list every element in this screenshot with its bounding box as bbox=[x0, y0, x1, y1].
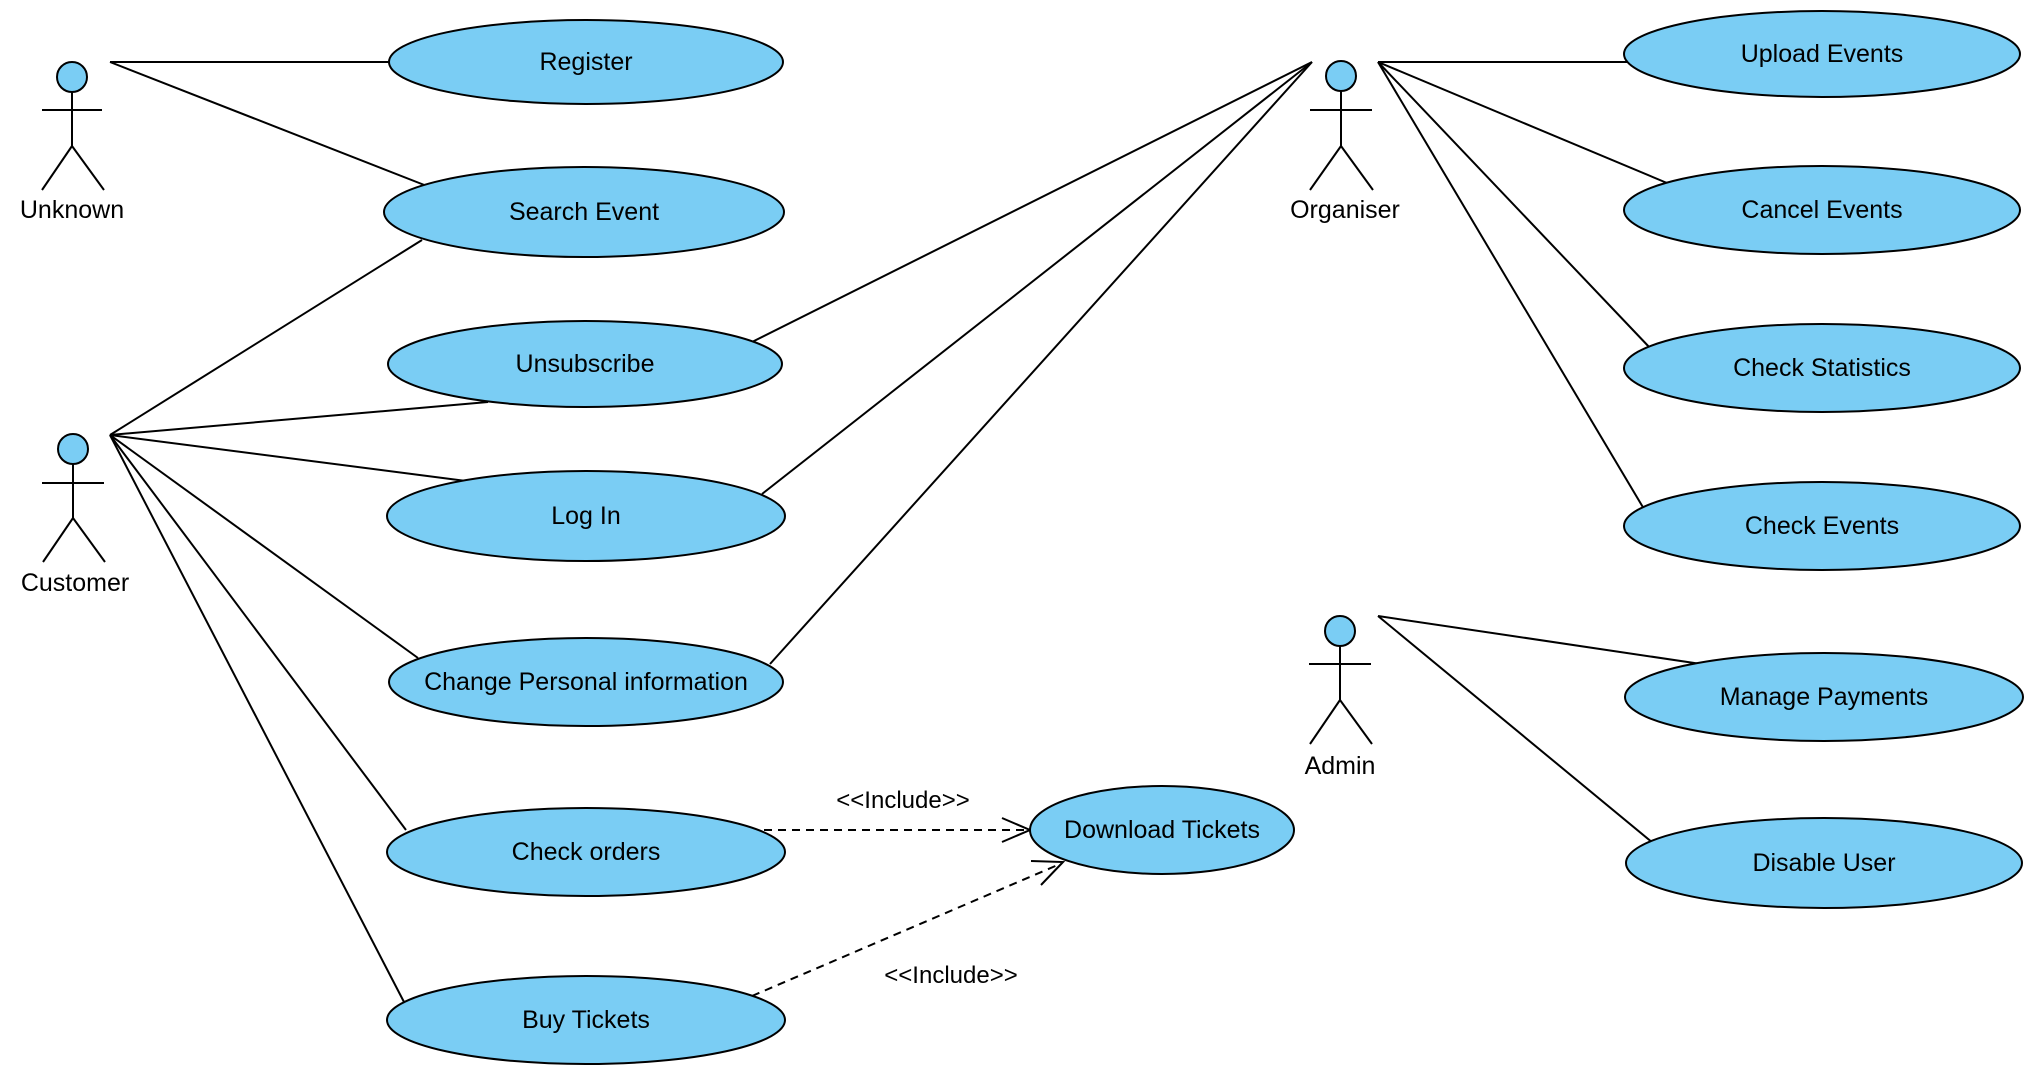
actor-label-admin: Admin bbox=[1305, 752, 1376, 780]
actor-leg-left bbox=[42, 517, 74, 563]
use-case-label-log-in: Log In bbox=[551, 502, 621, 530]
use-case-label-cancel-events: Cancel Events bbox=[1741, 196, 1902, 224]
actor-admin[interactable]: Admin bbox=[1305, 615, 1376, 780]
use-case-label-disable-user: Disable User bbox=[1752, 849, 1895, 877]
use-case-manage-payments[interactable]: Manage Payments bbox=[1624, 652, 2024, 742]
include-arrowhead-buy-tickets bbox=[1030, 860, 1066, 886]
use-case-ellipse bbox=[1029, 785, 1295, 875]
association-organiser-check-statistics bbox=[1377, 61, 1652, 350]
use-case-label-check-events: Check Events bbox=[1745, 512, 1899, 540]
actor-head-icon bbox=[56, 61, 88, 93]
association-unknown-search-event bbox=[109, 61, 433, 189]
actor-head-icon bbox=[57, 433, 89, 465]
use-case-check-statistics[interactable]: Check Statistics bbox=[1623, 323, 2021, 413]
use-case-cancel-events[interactable]: Cancel Events bbox=[1623, 165, 2021, 255]
use-case-buy-tickets[interactable]: Buy Tickets bbox=[386, 975, 786, 1065]
use-case-label-unsubscribe: Unsubscribe bbox=[516, 350, 655, 378]
association-customer-check-orders bbox=[109, 434, 407, 831]
use-case-unsubscribe[interactable]: Unsubscribe bbox=[387, 320, 783, 408]
use-case-ellipse bbox=[1623, 165, 2021, 255]
association-organiser-cancel-events bbox=[1377, 61, 1668, 184]
actor-leg-left bbox=[1309, 145, 1342, 191]
association-customer-buy-tickets bbox=[109, 434, 405, 1003]
association-customer-change-personal-information bbox=[109, 434, 419, 659]
use-case-ellipse bbox=[386, 975, 786, 1065]
use-case-ellipse bbox=[387, 320, 783, 408]
use-case-label-check-orders: Check orders bbox=[512, 838, 661, 866]
use-case-ellipse bbox=[1624, 652, 2024, 742]
include-dependencies: <<Include>> <<Include>> bbox=[751, 787, 1066, 997]
association-organiser-unsubscribe bbox=[751, 61, 1313, 343]
use-cases: Register Search Event Unsubscribe Log In… bbox=[383, 10, 2024, 1065]
actor-unknown[interactable]: Unknown bbox=[20, 61, 124, 224]
association-organiser-change-personal-information bbox=[769, 61, 1313, 665]
use-case-log-in[interactable]: Log In bbox=[386, 470, 786, 562]
use-case-label-manage-payments: Manage Payments bbox=[1720, 683, 1928, 711]
actor-leg-right bbox=[1340, 145, 1374, 191]
association-lines bbox=[109, 61, 1702, 1003]
use-case-ellipse bbox=[386, 807, 786, 897]
actor-head-icon bbox=[1324, 615, 1356, 647]
use-case-label-download-tickets: Download Tickets bbox=[1064, 816, 1260, 844]
use-case-label-upload-events: Upload Events bbox=[1741, 40, 1904, 68]
association-customer-unsubscribe bbox=[109, 401, 489, 436]
association-admin-disable-user bbox=[1377, 615, 1654, 844]
use-case-check-orders[interactable]: Check orders bbox=[386, 807, 786, 897]
actor-organiser[interactable]: Organiser bbox=[1290, 60, 1400, 224]
use-case-label-register: Register bbox=[539, 48, 632, 76]
actor-leg-left bbox=[41, 145, 73, 191]
use-case-ellipse bbox=[1623, 481, 2021, 571]
use-case-ellipse bbox=[388, 19, 784, 105]
use-case-download-tickets[interactable]: Download Tickets bbox=[1029, 785, 1295, 875]
use-case-register[interactable]: Register bbox=[388, 19, 784, 105]
use-case-upload-events[interactable]: Upload Events bbox=[1623, 10, 2021, 98]
use-case-change-personal-information[interactable]: Change Personal information bbox=[388, 637, 784, 727]
use-case-ellipse bbox=[383, 166, 785, 258]
actor-leg-right bbox=[71, 145, 105, 191]
actors: Unknown Customer Organiser Admin bbox=[20, 60, 1400, 780]
use-case-ellipse bbox=[386, 470, 786, 562]
association-organiser-log-in bbox=[761, 61, 1313, 495]
association-admin-manage-payments bbox=[1377, 615, 1702, 665]
use-case-check-events[interactable]: Check Events bbox=[1623, 481, 2021, 571]
use-case-label-search-event: Search Event bbox=[509, 198, 659, 226]
actor-label-customer: Customer bbox=[21, 569, 129, 597]
actor-customer[interactable]: Customer bbox=[21, 433, 129, 597]
use-case-ellipse bbox=[1625, 817, 2023, 909]
actor-leg-right bbox=[72, 517, 106, 563]
actor-leg-right bbox=[1339, 699, 1373, 745]
association-organiser-check-events bbox=[1377, 61, 1645, 510]
use-case-ellipse bbox=[1623, 10, 2021, 98]
actor-label-organiser: Organiser bbox=[1290, 196, 1400, 224]
include-label-check-orders: <<Include>> bbox=[836, 787, 969, 814]
association-customer-search-event bbox=[109, 239, 423, 436]
association-customer-log-in bbox=[109, 434, 467, 482]
actor-label-unknown: Unknown bbox=[20, 196, 124, 224]
use-case-label-check-statistics: Check Statistics bbox=[1733, 354, 1911, 382]
use-case-disable-user[interactable]: Disable User bbox=[1625, 817, 2023, 909]
use-case-label-buy-tickets: Buy Tickets bbox=[522, 1006, 650, 1034]
include-label-buy-tickets: <<Include>> bbox=[884, 962, 1017, 989]
use-case-search-event[interactable]: Search Event bbox=[383, 166, 785, 258]
use-case-label-change-personal-information: Change Personal information bbox=[424, 668, 748, 696]
use-case-ellipse bbox=[1623, 323, 2021, 413]
actor-leg-left bbox=[1309, 699, 1341, 745]
actor-head-icon bbox=[1325, 60, 1357, 92]
use-case-ellipse bbox=[388, 637, 784, 727]
